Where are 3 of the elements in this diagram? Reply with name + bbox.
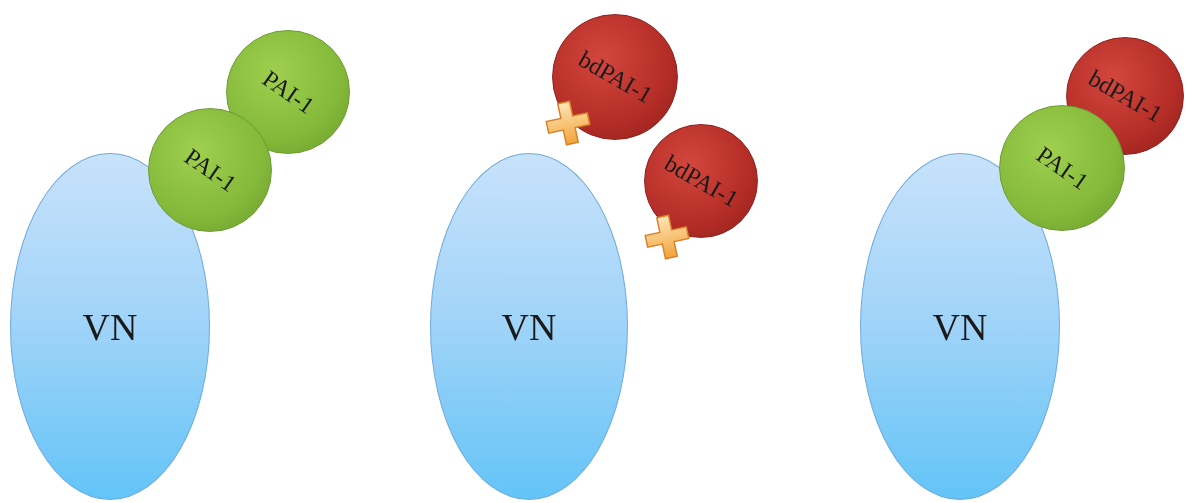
node-label: VN bbox=[82, 304, 138, 349]
node-label: VN bbox=[932, 304, 988, 349]
node-label: VN bbox=[501, 304, 557, 349]
